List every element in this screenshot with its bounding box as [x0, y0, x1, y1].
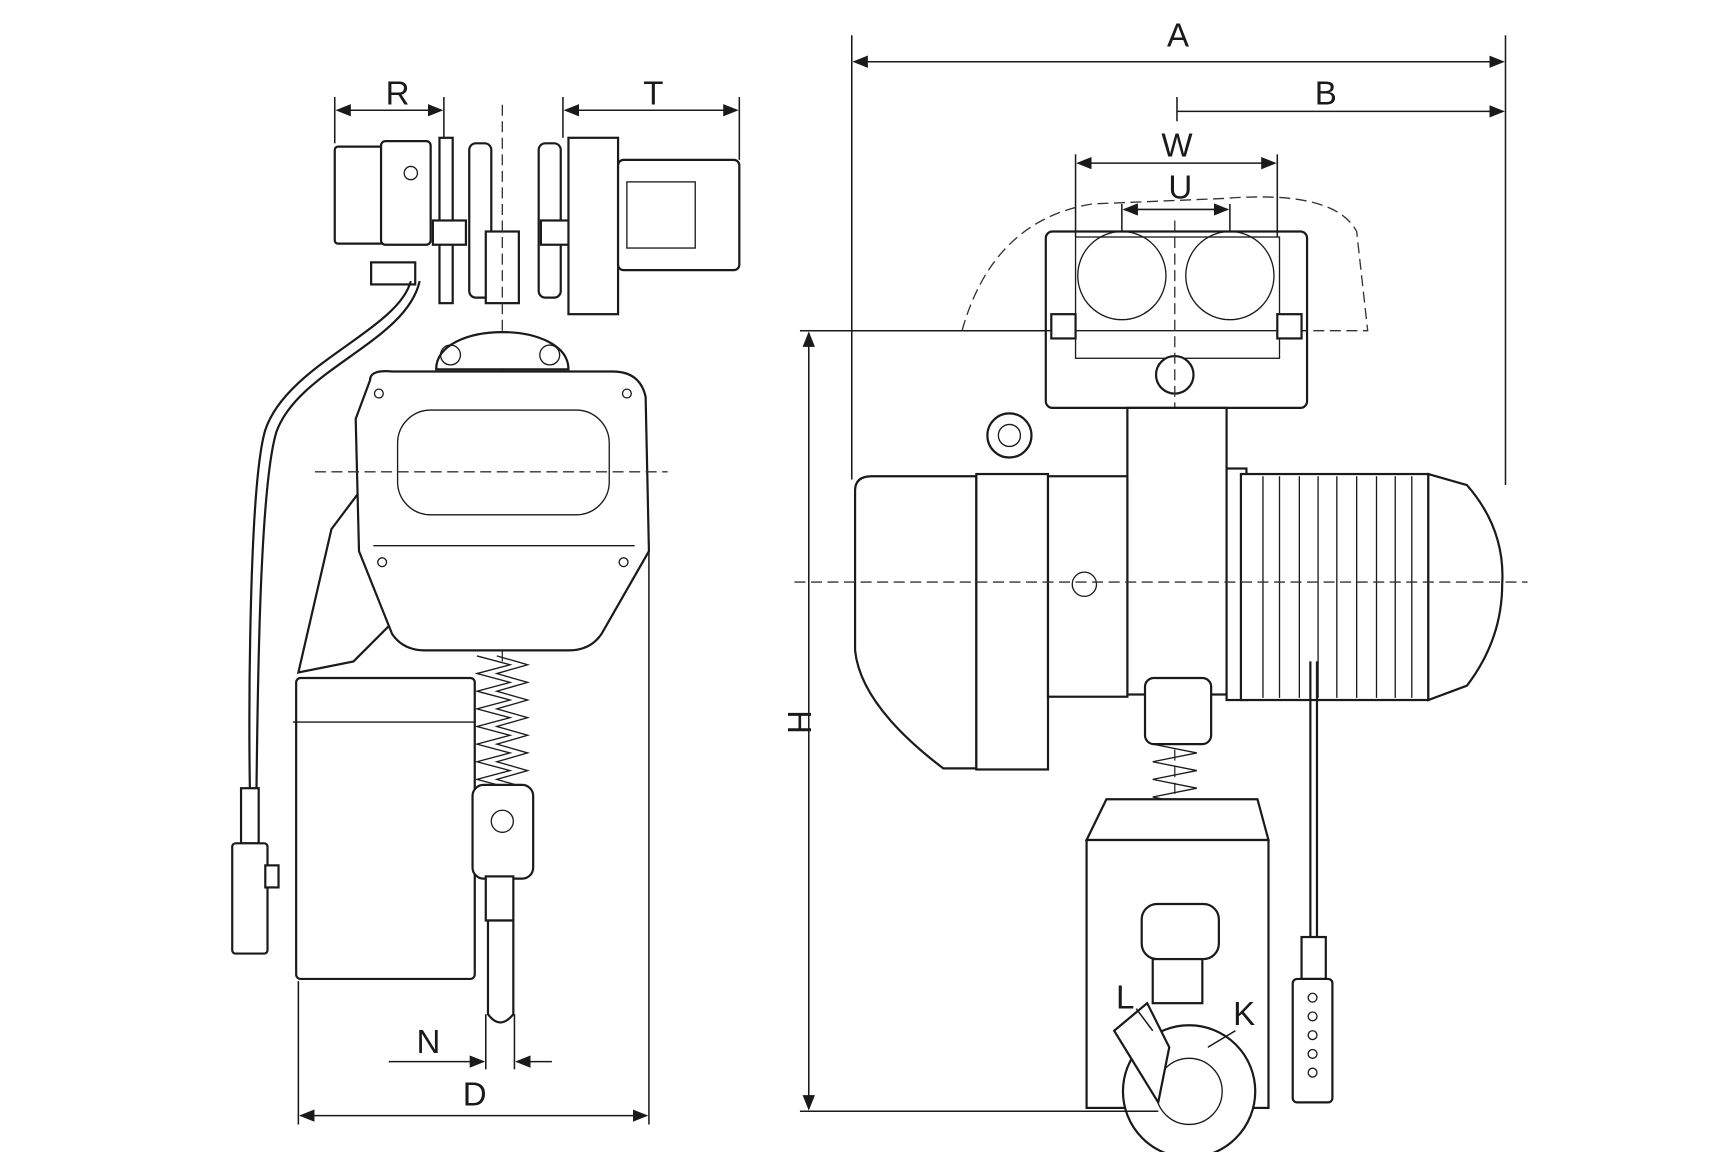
dim-label-L: L — [1116, 980, 1134, 1017]
hook — [1112, 902, 1257, 1152]
front-view: A B W U H L K — [780, 17, 1528, 1152]
dim-label-R: R — [386, 76, 410, 113]
dim-label-T: T — [643, 76, 663, 113]
dim-label-H: H — [780, 710, 817, 734]
dim-label-U: U — [1168, 169, 1192, 206]
pendant-side — [231, 787, 280, 955]
chain-bag-side — [295, 676, 476, 981]
dim-label-D: D — [463, 1077, 487, 1114]
motor — [1225, 467, 1504, 702]
side-view: R T D N — [231, 76, 741, 1125]
hoist-body-side — [296, 370, 668, 674]
dim-label-W: W — [1161, 128, 1193, 165]
trolley-side — [333, 104, 741, 662]
dim-label-A: A — [1167, 17, 1189, 54]
dim-label-K: K — [1233, 996, 1255, 1033]
dim-label-N: N — [417, 1024, 441, 1061]
pendant-front — [1291, 935, 1334, 1104]
dim-label-B: B — [1315, 76, 1337, 113]
trolley-front — [1044, 230, 1309, 409]
gearbox — [853, 472, 1129, 771]
